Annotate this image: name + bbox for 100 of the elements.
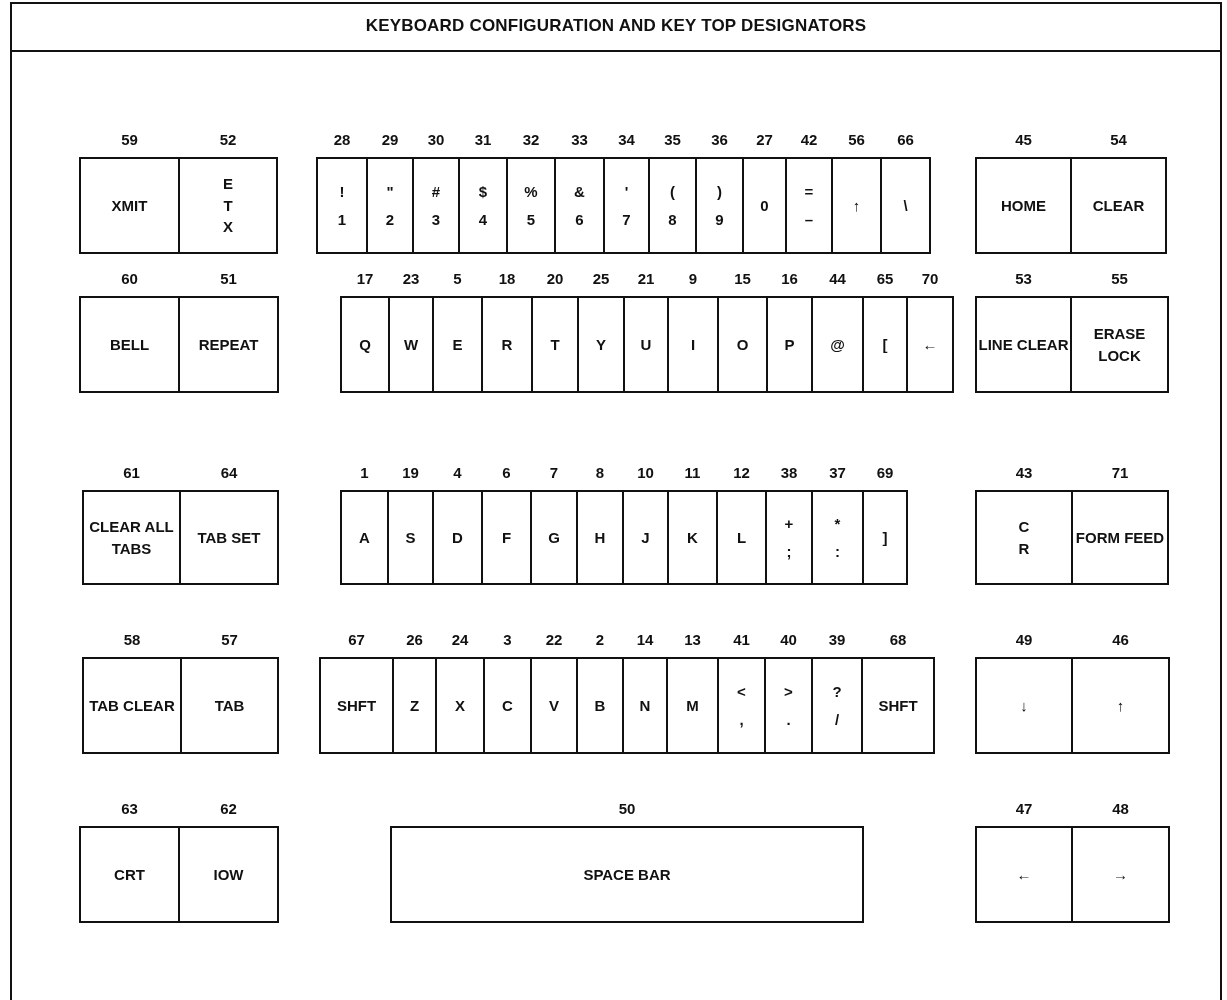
keyboard-key [862,490,908,585]
keyboard-key [554,157,605,254]
key-number: 1 [360,464,369,481]
key-legend: TAB [214,694,245,717]
keyboard-key [831,157,882,254]
key-number: 40 [780,631,797,648]
keyboard-key [483,657,532,754]
keyboard-key [387,490,434,585]
keyboard-key [811,296,864,393]
key-legend: XMIT [111,194,148,217]
keyboard-key [667,490,718,585]
key-number: 62 [220,800,237,817]
keyboard-key [716,490,767,585]
key-legend: ( [670,180,675,203]
key-legend: X [455,694,465,717]
key-legend: M [686,694,699,717]
key-number: 46 [1112,631,1129,648]
key-legend: = [804,180,814,203]
keyboard-key [481,490,532,585]
key-number: 41 [733,631,750,648]
key-number: 53 [1015,270,1032,287]
keyboard-key [319,657,394,754]
key-legend: 0 [760,194,769,217]
key-number: 39 [828,631,846,648]
key-legend: 7 [622,208,631,231]
keyboard-key [481,296,533,393]
key-number: 11 [684,464,701,481]
keyboard-key [785,157,833,254]
key-legend: BELL [109,333,150,356]
key-number: 27 [756,131,773,148]
key-legend: U [640,333,652,356]
keyboard-key [623,296,669,393]
keyboard-key [861,657,935,754]
key-legend: W [403,333,419,356]
key-legend: TAB CLEAR [89,694,175,717]
key-number: 52 [219,131,237,148]
keyboard-key [648,157,697,254]
key-number: 59 [121,131,138,148]
key-legend: * [834,512,841,535]
keyboard-key [316,157,368,254]
key-number: 51 [220,270,237,287]
key-legend: 3 [431,208,441,231]
keyboard-key [577,296,625,393]
key-legend: > [784,680,793,703]
keyboard-key [1071,490,1169,585]
keyboard-key [530,657,578,754]
key-legend: " [386,180,394,203]
keyboard-key [412,157,460,254]
key-legend: . [786,708,791,731]
keyboard-key [82,490,181,585]
keyboard-key [530,490,578,585]
key-legend: ↑ [1116,694,1125,717]
key-legend: O [736,333,749,356]
key-legend: – [804,208,814,231]
key-legend: + [784,512,794,535]
diagram-title: KEYBOARD CONFIGURATION AND KEY TOP DESIGNATORS [365,16,867,36]
keyboard-key [506,157,556,254]
key-number: 70 [921,270,939,287]
keyboard-key [79,157,180,254]
key-number: 3 [503,631,512,648]
keyboard-key [975,826,1073,923]
key-legend: CLEAR [1092,194,1145,217]
keyboard-key [79,826,180,923]
key-number: 10 [637,464,654,481]
keyboard-key [458,157,508,254]
key-number: 9 [688,270,698,287]
key-legend: Z [409,694,420,717]
key-legend: C R [1016,515,1032,560]
key-number: 20 [546,270,564,287]
keyboard-key [178,826,279,923]
key-legend: ; [786,540,792,563]
keyboard-key [742,157,787,254]
key-legend: S [405,526,416,549]
key-number: 55 [1111,270,1128,287]
key-legend: \ [903,194,908,217]
key-legend: CRT [114,863,145,886]
key-legend: Y [596,333,606,356]
key-legend: 9 [715,208,724,231]
key-number: 31 [474,131,492,148]
key-legend: A [359,526,370,549]
key-number: 35 [664,131,681,148]
key-legend: SHFT [878,694,918,717]
key-legend: H [594,526,606,549]
key-legend: , [739,708,744,731]
keyboard-key [576,490,624,585]
key-number: 19 [402,464,419,481]
key-legend: ] [882,526,888,549]
key-legend: R [501,333,513,356]
key-legend: E T X [220,172,236,239]
keyboard-key [906,296,954,393]
key-number: 17 [356,270,374,287]
keyboard-key [811,657,863,754]
key-legend: 8 [668,208,677,231]
key-legend: SPACE BAR [583,863,671,886]
keyboard-key [366,157,414,254]
keyboard-key [717,296,768,393]
key-legend: : [835,540,840,563]
key-legend: CLEAR ALL TABS [84,515,179,560]
key-legend: B [594,694,606,717]
key-legend: @ [830,333,845,356]
